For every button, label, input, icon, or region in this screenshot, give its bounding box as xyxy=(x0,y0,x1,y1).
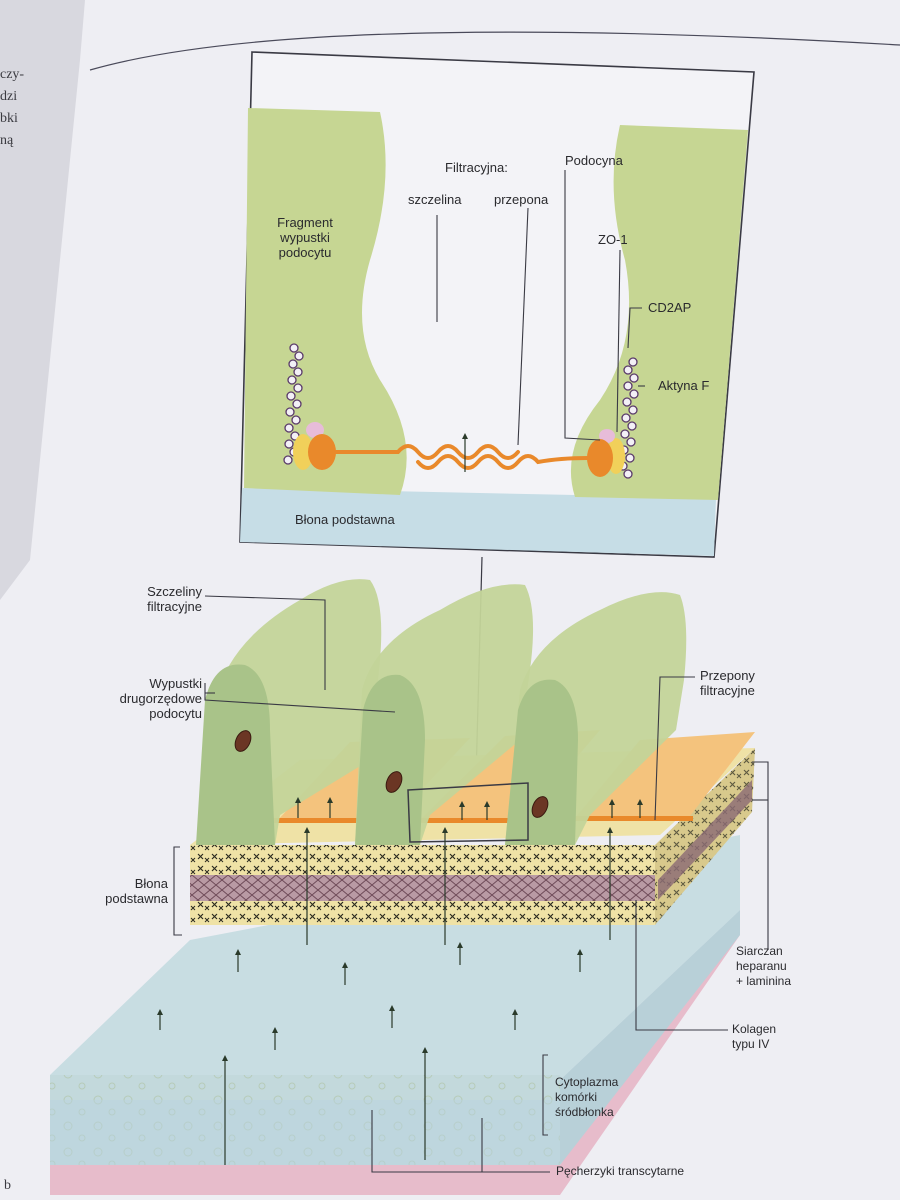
pink-base-layer xyxy=(50,910,740,1195)
page-corner-letter: b xyxy=(4,1178,11,1193)
zoom-box xyxy=(407,782,529,843)
label-cd2ap: CD2AP xyxy=(648,300,692,315)
gbm-side-collagen xyxy=(658,780,752,900)
endothelium-side xyxy=(560,910,740,1165)
endothelium-cytoplasm-dots xyxy=(50,1075,560,1165)
left-actin-chain xyxy=(283,343,304,465)
label-pecherzyki: Pęcherzyki transcytarne xyxy=(556,1164,685,1178)
label-fragment-wypustki: Fragment wypustki podocytu xyxy=(277,215,333,260)
label-zo1: ZO-1 xyxy=(598,232,628,247)
gbm-lamina-rara-externa xyxy=(190,845,655,875)
label-podocyna: Podocyna xyxy=(565,153,623,168)
label-blona-podstawna-bottom: Błona podstawna xyxy=(105,876,168,906)
label-aktyna-f: Aktyna F xyxy=(658,378,710,393)
top-panel xyxy=(239,51,755,558)
right-actin-chain xyxy=(618,357,639,479)
right-podocyte-process xyxy=(570,125,748,500)
adjacent-page-text: czy- dzi bki ną xyxy=(0,67,25,148)
right-protein-complex xyxy=(587,429,625,477)
left-protein-complex xyxy=(293,422,336,470)
top-basement-membrane xyxy=(240,488,716,556)
label-siarczan-heparanu: Siarczan heparanu + laminina xyxy=(736,944,792,988)
label-przepona: przepona xyxy=(494,192,549,207)
label-kolagen-typu-iv: Kolagen typu IV xyxy=(732,1022,777,1051)
slit-diaphragm-strands xyxy=(334,444,590,470)
label-filtracyjna: Filtracyjna: xyxy=(445,160,508,175)
filtration-arrows xyxy=(157,797,643,1165)
label-blona-podstawna-top: Błona podstawna xyxy=(295,512,395,527)
bottom-leader-lines xyxy=(173,595,769,1173)
bottom-block xyxy=(50,579,769,1195)
top-leader-lines xyxy=(436,170,645,446)
left-podocyte-process xyxy=(244,108,407,495)
gbm-lamina-rara-interna xyxy=(190,901,655,925)
organelles xyxy=(234,730,549,818)
label-szczeliny-filtracyjne: Szczeliny filtracyjne xyxy=(147,584,202,614)
label-wypustki-drugorzedowe: Wypustki drugorzędowe podocytu xyxy=(119,676,202,721)
label-szczelina: szczelina xyxy=(408,192,462,207)
label-przepony-filtracyjne: Przepony filtracyjne xyxy=(700,668,755,698)
label-cytoplazma: Cytoplazma komórki śródbłonka xyxy=(555,1075,619,1119)
